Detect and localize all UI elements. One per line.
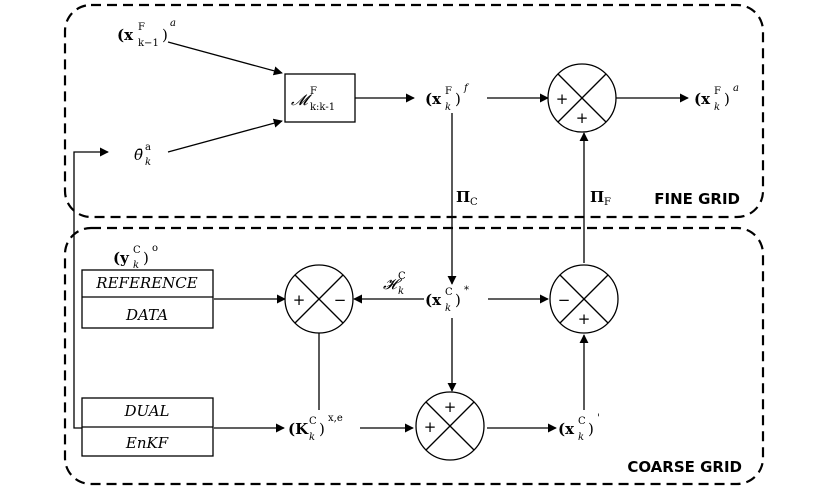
label-x-coarse-prime: (x C k ) ' <box>558 413 600 443</box>
svg-text:): ) <box>455 90 461 108</box>
fine-sum-junction: + + <box>547 63 617 133</box>
svg-text:o: o <box>152 243 158 254</box>
svg-text:a: a <box>170 18 176 29</box>
svg-text:(x: (x <box>694 90 711 108</box>
dual-enkf-block: DUAL EnKF <box>81 397 214 457</box>
svg-text:x,e: x,e <box>328 413 343 424</box>
svg-text:): ) <box>143 249 149 267</box>
svg-text:−: − <box>334 291 347 309</box>
svg-text:F: F <box>310 86 317 97</box>
svg-text:): ) <box>162 26 168 44</box>
svg-text:+: + <box>578 310 591 328</box>
svg-text:F: F <box>604 197 611 208</box>
svg-text:Π: Π <box>456 188 470 206</box>
svg-text:(K: (K <box>288 420 309 438</box>
label-projection-coarse: Π C <box>456 188 478 208</box>
svg-text:(x: (x <box>425 291 442 309</box>
svg-text:C: C <box>398 271 406 282</box>
label-observation-operator: 𝓗 C k <box>383 271 406 297</box>
label-x-fine-analysis: (x F k ) a <box>694 83 739 113</box>
svg-text:C: C <box>133 245 141 256</box>
svg-text:a: a <box>145 142 151 153</box>
model-operator-block: 𝓜 F k:k-1 <box>284 73 356 123</box>
svg-text:(x: (x <box>558 420 575 438</box>
svg-text:k: k <box>309 432 315 443</box>
svg-text:−: − <box>558 291 571 309</box>
svg-text:θ̄: θ̄ <box>134 146 143 164</box>
svg-text:Π: Π <box>590 188 604 206</box>
svg-text:): ) <box>319 420 325 438</box>
svg-text:EnKF: EnKF <box>125 434 169 452</box>
svg-text:(x: (x <box>425 90 442 108</box>
svg-text:k: k <box>145 157 151 168</box>
svg-text:k: k <box>398 286 404 297</box>
svg-text:F: F <box>138 22 145 33</box>
svg-text:+: + <box>556 90 569 108</box>
svg-text:𝓜: 𝓜 <box>291 91 313 109</box>
svg-text:(x: (x <box>117 26 134 44</box>
svg-text:DATA: DATA <box>125 306 168 324</box>
svg-text:DUAL: DUAL <box>124 402 170 420</box>
fine-grid-region <box>63 3 765 219</box>
svg-text:k: k <box>445 303 451 314</box>
feedback-enkf-to-theta <box>73 147 109 429</box>
coarse-update-junction: + + <box>415 391 485 461</box>
svg-text:F: F <box>714 86 721 97</box>
coarse-grid-region <box>63 226 765 486</box>
svg-text:): ) <box>588 420 594 438</box>
coarse-grid-label: COARSE GRID <box>627 458 742 476</box>
correction-junction: − + <box>549 264 619 334</box>
fine-grid-label: FINE GRID <box>654 190 740 208</box>
svg-text:k−1: k−1 <box>138 38 159 49</box>
label-projection-fine: Π F <box>590 188 611 208</box>
label-theta: θ̄ a k <box>134 142 151 168</box>
svg-text:+: + <box>444 398 457 416</box>
svg-text:C: C <box>309 416 317 427</box>
svg-text:k: k <box>714 102 720 113</box>
svg-text:C: C <box>578 416 586 427</box>
svg-text:(y: (y <box>113 249 130 267</box>
svg-text:': ' <box>597 413 600 424</box>
label-y-obs: (y C k ) o <box>113 243 158 271</box>
svg-text:*: * <box>464 285 469 296</box>
svg-text:+: + <box>576 109 589 127</box>
svg-text:a: a <box>733 83 739 94</box>
svg-text:k:k-1: k:k-1 <box>310 102 335 113</box>
svg-text:): ) <box>724 90 730 108</box>
reference-data-block: REFERENCE DATA <box>81 269 214 329</box>
label-x-prev-analysis: (x F k−1 ) a <box>117 18 176 49</box>
svg-text:+: + <box>424 418 437 436</box>
svg-text:k: k <box>578 432 584 443</box>
svg-text:): ) <box>455 291 461 309</box>
arrow-xprev-to-model <box>167 41 283 76</box>
svg-text:REFERENCE: REFERENCE <box>95 274 197 292</box>
label-kalman-gain: (K C k ) x,e <box>288 413 343 443</box>
label-x-forecast: (x F k ) f <box>425 83 470 113</box>
svg-text:+: + <box>293 291 306 309</box>
svg-text:C: C <box>470 197 478 208</box>
svg-text:k: k <box>445 102 451 113</box>
arrow-theta-to-model <box>167 118 283 153</box>
svg-text:f: f <box>463 83 470 94</box>
label-x-coarse-star: (x C k ) * <box>425 285 469 314</box>
svg-text:C: C <box>445 287 453 298</box>
svg-text:F: F <box>445 86 452 97</box>
innovation-junction: + − <box>284 264 354 334</box>
svg-text:k: k <box>133 260 139 271</box>
